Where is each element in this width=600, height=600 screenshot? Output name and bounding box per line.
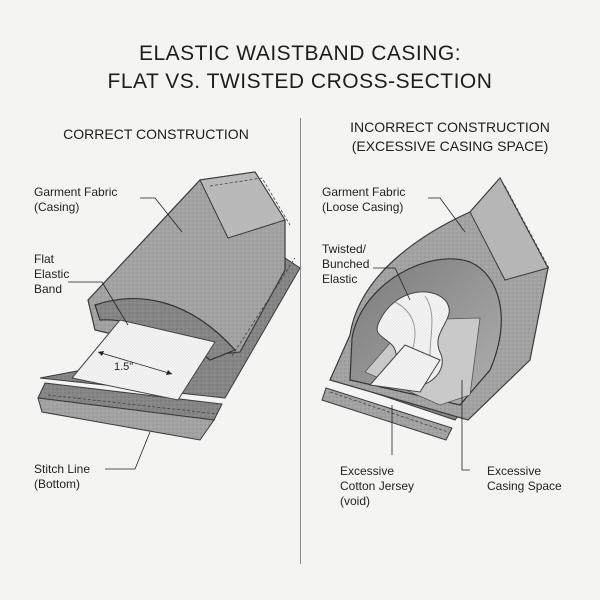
label-garment-fabric-left-2: (Casing) <box>34 200 80 214</box>
leader-stitch-left <box>105 431 151 470</box>
loose-casing <box>321 176 551 441</box>
label-twisted-elastic-2: Bunched <box>322 257 370 271</box>
leader-garment-left <box>140 197 183 233</box>
leader-elastic-left <box>68 281 129 326</box>
label-flat-elastic-2: Elastic <box>34 267 70 281</box>
diagram-title-line1: ELASTIC WAISTBAND CASING: <box>138 42 462 65</box>
label-stitch-line-1: Stitch Line <box>34 462 91 476</box>
label-dimension: 1.5" <box>114 361 134 373</box>
label-garment-fabric-right-1: Garment Fabric <box>322 185 406 199</box>
label-excess-jersey-3: (void) <box>340 494 371 508</box>
flat-elastic-band <box>71 319 216 401</box>
right-panel-heading-line2: (EXCESSIVE CASING SPACE) <box>351 138 549 154</box>
diagram-title-line2: FLAT VS. TWISTED CROSS-SECTION <box>107 70 493 93</box>
label-excess-jersey-1: Excessive <box>340 464 395 478</box>
label-stitch-line-2: (Bottom) <box>34 477 81 491</box>
leader-garment-right <box>428 197 466 233</box>
left-panel-heading: CORRECT CONSTRUCTION <box>63 126 249 142</box>
label-twisted-elastic-1: Twisted/ <box>322 242 367 256</box>
label-flat-elastic-1: Flat <box>34 252 55 266</box>
label-excess-jersey-2: Cotton Jersey <box>340 479 415 493</box>
dimension-line <box>97 351 173 375</box>
leader-space-right <box>461 380 470 471</box>
label-twisted-elastic-3: Elastic <box>322 272 358 286</box>
label-flat-elastic-3: Band <box>34 282 63 296</box>
label-garment-fabric-left-1: Garment Fabric <box>34 185 118 199</box>
right-panel-heading-line1: INCORRECT CONSTRUCTION <box>350 119 550 135</box>
panel-divider <box>300 118 301 564</box>
label-garment-fabric-right-2: (Loose Casing) <box>322 200 404 214</box>
label-excess-space-2: Casing Space <box>487 479 562 493</box>
label-excess-space-1: Excessive <box>487 464 542 478</box>
flat-casing <box>37 171 301 441</box>
leader-twisted-right <box>373 267 411 301</box>
